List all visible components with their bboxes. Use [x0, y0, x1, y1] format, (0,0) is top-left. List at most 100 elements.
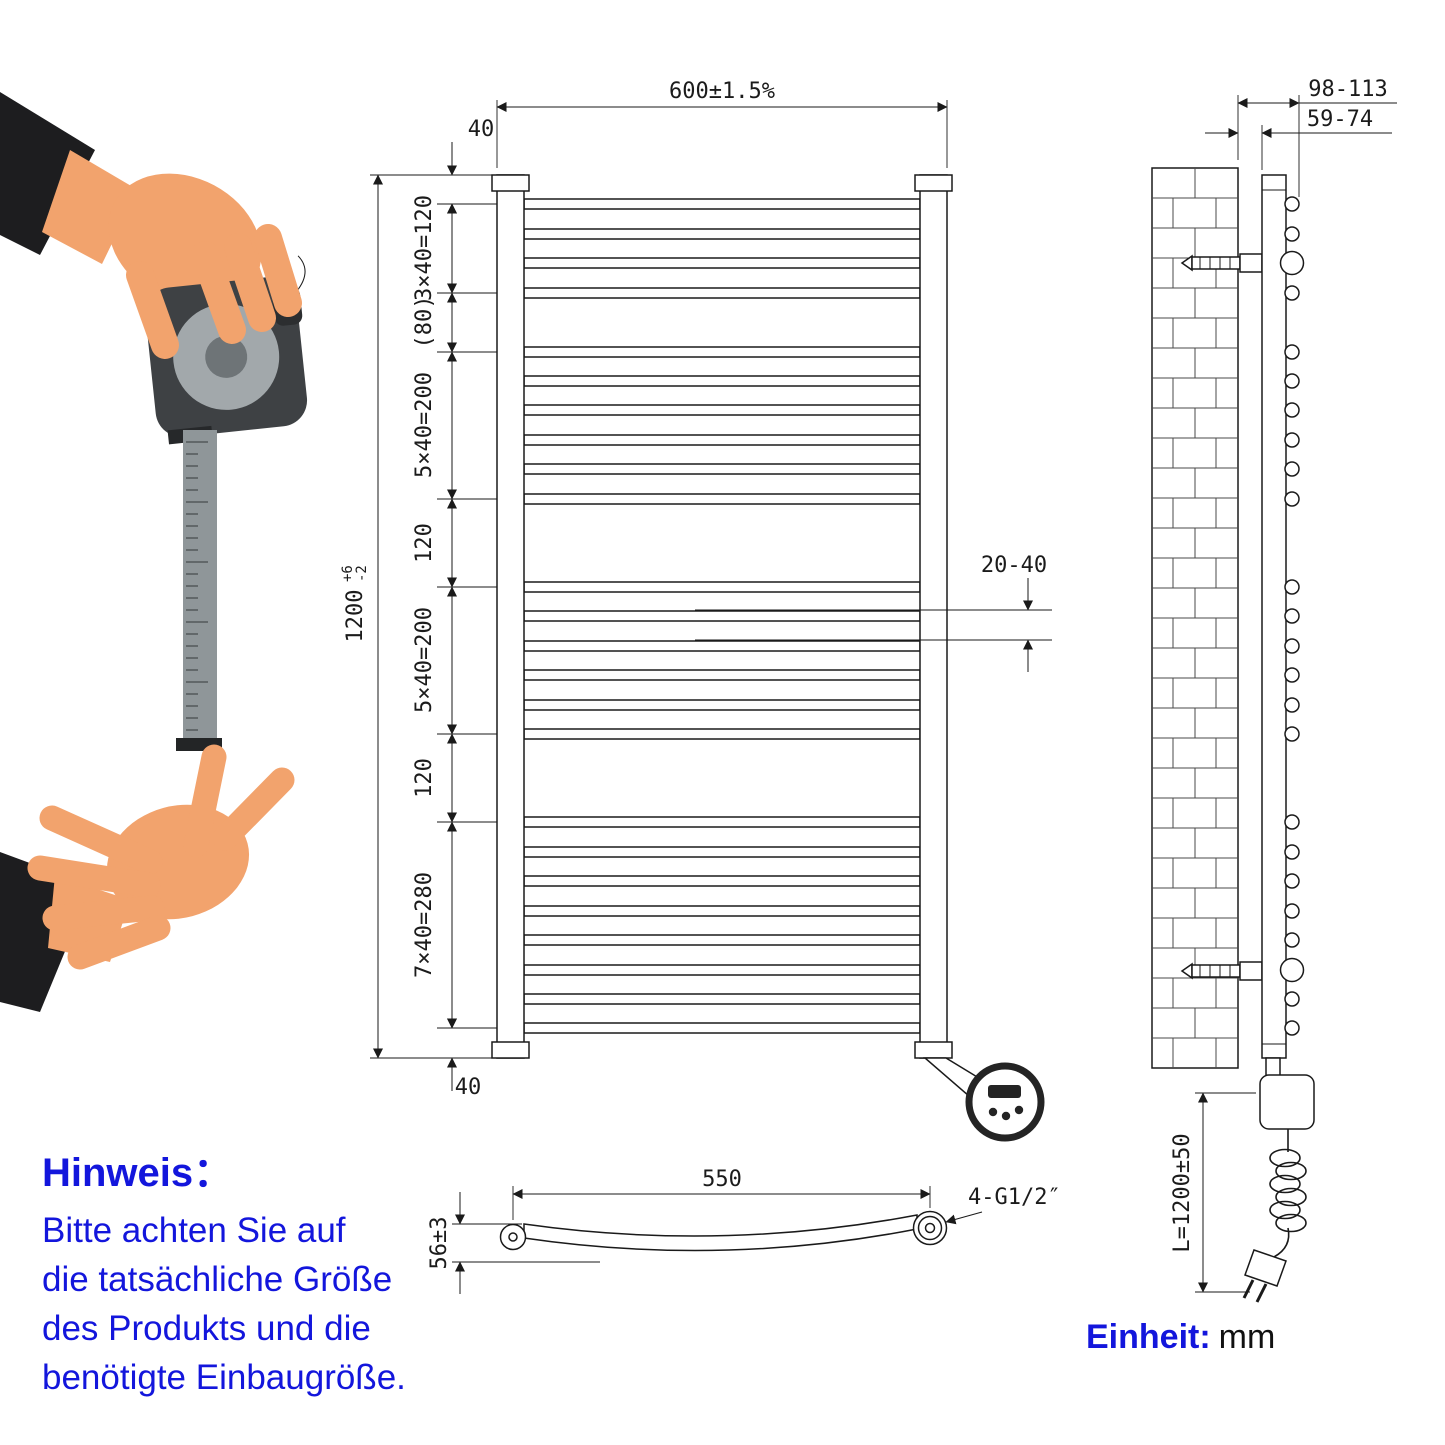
right-tube-bore [924, 1222, 936, 1234]
finger [42, 895, 165, 931]
note-line: benötigte Einbaugröße. [42, 1358, 406, 1397]
height-tolerance-minus: -2 [354, 565, 370, 582]
radiator-rung [523, 669, 921, 681]
radiator-rung [523, 257, 921, 269]
rung-profile-bump [1284, 697, 1300, 713]
cable-coil-loop [1275, 1161, 1307, 1181]
left-vertical-tube [496, 174, 525, 1059]
finger [224, 233, 276, 332]
rung-profile-bump [1284, 461, 1300, 477]
front-view-dimensions: 600±1.5% 40 3×40=120 (80) 5×40=200 120 5… [340, 79, 1052, 1100]
radiator-rung [523, 699, 921, 711]
finger [254, 224, 302, 317]
rung-profile-bump [1284, 873, 1300, 889]
dim-depth-label-group: 56±3 [427, 1217, 452, 1270]
wall-brick-pattern [1152, 168, 1238, 1068]
screw-shaft [1191, 964, 1241, 978]
height-tolerance-plus: +6 [340, 565, 356, 582]
thread-spec-label: 4-G1/2″ [968, 1185, 1061, 1210]
finger [39, 805, 163, 875]
rung-profile-bump [1284, 491, 1300, 507]
unit-indicator: Einheit:mm [1086, 1318, 1275, 1357]
left-tube-bore [508, 1232, 518, 1242]
bracket-clamp-ring [1279, 957, 1305, 983]
rung-profile-bump [1284, 579, 1300, 595]
note-line: die tatsächliche Größe [42, 1260, 393, 1299]
rung-profile-bump [1284, 285, 1300, 301]
radiator-rung [523, 964, 921, 976]
thumb [126, 261, 179, 359]
heater-display [988, 1085, 1021, 1098]
radiator-rung [523, 993, 921, 1005]
right-tube-bottom-collar [914, 1041, 953, 1059]
dim-hole-distance-label: 550 [702, 1167, 742, 1192]
rung-profile-bump [1284, 903, 1300, 919]
radiator-rung [523, 875, 921, 887]
upper-sleeve [0, 92, 95, 255]
dim-overall-height-label: 1200 +6 -2 [340, 565, 370, 642]
note-line: des Produkts und die [42, 1309, 371, 1348]
measuring-hands-illustration [0, 92, 308, 1012]
left-tube-top-collar [491, 174, 530, 192]
rung-profile-bump [1284, 432, 1300, 448]
dim-seg-5x40b-label: 5×40=200 [412, 607, 437, 713]
unit-value: mm [1218, 1318, 1276, 1356]
radiator-rung [523, 228, 921, 240]
radiator-rung [523, 1022, 921, 1034]
cable-coil-loop [1269, 1174, 1301, 1194]
radiator-rung [523, 287, 921, 299]
upper-fingers [126, 224, 302, 359]
rung-profile-bump [1284, 608, 1300, 624]
finger [191, 241, 246, 344]
dim-seg-7x40-label: 7×40=280 [412, 872, 437, 978]
radiator-front-view [491, 174, 1045, 1142]
curved-rail-outline [523, 1214, 918, 1252]
note-line: Bitte achten Sie auf [42, 1211, 346, 1250]
tape-measure-hub [205, 335, 248, 378]
radiator-profile [1261, 174, 1287, 1059]
cable-length-value: L=1200±50 [1170, 1133, 1195, 1252]
radiator-rung [523, 905, 921, 917]
dim-depth-total-label: 98-113 [1308, 77, 1387, 102]
cable-tail [1273, 1227, 1290, 1258]
right-vertical-tube [919, 174, 948, 1059]
radiator-rung [523, 404, 921, 416]
rung-profile-bump [1284, 814, 1300, 830]
radiator-rung [523, 816, 921, 828]
rung-profile-bump [1284, 991, 1300, 1007]
rung-profile-bump [1284, 932, 1300, 948]
rung-profile-bump [1284, 638, 1300, 654]
unit-label: Einheit: [1086, 1318, 1211, 1356]
radiator-rung [523, 493, 921, 505]
radiator-side-view [1151, 167, 1315, 1303]
tape-strip [183, 430, 217, 740]
dim-depth-bracket-label: 59-74 [1307, 107, 1373, 132]
radiator-rung [523, 346, 921, 358]
cable-coil-loop [1275, 1213, 1307, 1233]
rung-profile-bump [1284, 373, 1300, 389]
dim-cable-length-label: L=1200±50 [1170, 1133, 1195, 1252]
heater-button [988, 1107, 998, 1117]
rung-profile-bump [1284, 196, 1300, 212]
dim-seg-120a-label: 120 [412, 523, 437, 563]
radiator-rung [523, 640, 921, 652]
radiator-rung [523, 934, 921, 946]
screw-shaft [1191, 256, 1241, 270]
radiator-rung [523, 610, 921, 622]
radiator-rung [523, 846, 921, 858]
dim-overall-width-label: 600±1.5% [669, 79, 775, 104]
rung-profile-bump [1284, 726, 1300, 742]
radiator-rungs [523, 198, 921, 1034]
heater-nub-side [1265, 1057, 1281, 1077]
rung-profile-bump [1284, 402, 1300, 418]
finger [27, 855, 161, 898]
plug-pin [1242, 1279, 1255, 1299]
rung-profile-bump [1284, 344, 1300, 360]
leader-line [945, 1211, 983, 1225]
wall-bracket [1239, 961, 1263, 981]
cable-coil-loop [1269, 1148, 1301, 1168]
wall-bracket [1239, 253, 1263, 273]
right-tube-top-collar [914, 174, 953, 192]
power-plug [1244, 1249, 1287, 1287]
